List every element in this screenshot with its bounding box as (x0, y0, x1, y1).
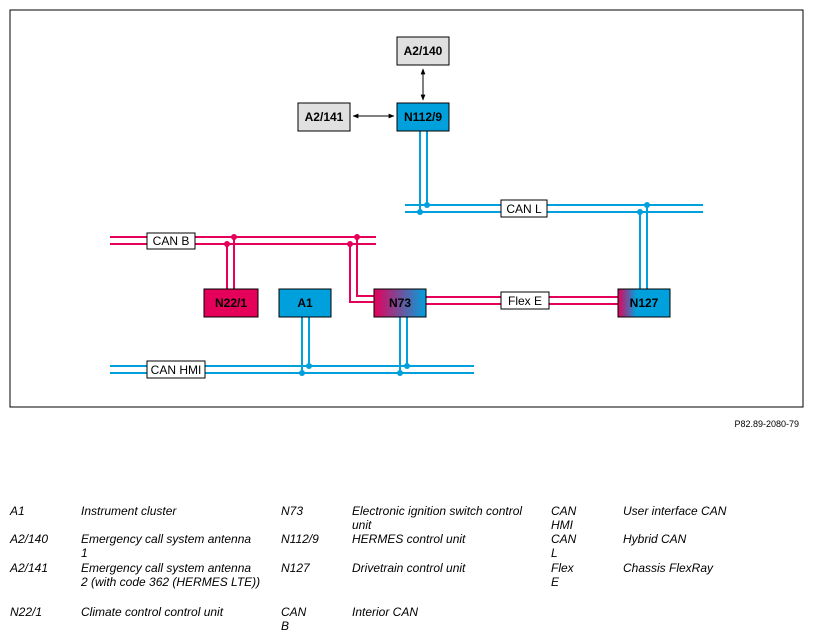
legend-desc: Electronic ignition switch control unit (352, 504, 523, 532)
legend-code: A2/140 (10, 532, 49, 546)
node-a2-140-box (396, 36, 450, 66)
node-a2-141: A2/141 (305, 110, 344, 124)
can-l-bus (405, 131, 703, 289)
legend-code: CAN HMI (551, 504, 577, 532)
junction-dot (231, 234, 237, 240)
legend-desc: Climate control control unit (81, 605, 224, 619)
junction-dot (644, 202, 650, 208)
node-a1: A1 (297, 296, 313, 310)
legend-desc: Emergency call system antenna 1 (81, 532, 252, 560)
junction-dot (417, 209, 423, 215)
legend-code: A1 (10, 504, 25, 518)
legend-code: N73 (281, 504, 304, 518)
node-n127-box (617, 288, 671, 318)
legend-desc: Interior CAN (352, 605, 419, 619)
can-l-label: CAN L (506, 202, 542, 216)
diagram-frame (9, 9, 804, 408)
junction-dot (224, 241, 230, 247)
junction-dot (404, 363, 410, 369)
node-a2-140: A2/140 (404, 44, 443, 58)
legend-desc: HERMES control unit (352, 532, 466, 546)
junction-dot (637, 209, 643, 215)
node-n73: N73 (389, 296, 411, 310)
node-a2-141-box (297, 102, 351, 132)
flex-e-label: Flex E (508, 294, 542, 308)
node-n73-box (373, 288, 427, 318)
legend-code: N112/9 (281, 532, 319, 546)
node-n112-9-box (396, 102, 450, 132)
can-b-label: CAN B (153, 234, 190, 248)
node-a1-box (278, 288, 332, 318)
legend-code: Flex E (551, 561, 574, 589)
node-n22-1-box (203, 288, 259, 318)
legend-desc: Hybrid CAN (623, 532, 687, 546)
figure-reference: P82.89-2080-79 (734, 419, 799, 429)
node-n127: N127 (630, 296, 659, 310)
legend-desc: Emergency call system antenna 2 (with co… (81, 561, 261, 589)
can-hmi-label: CAN HMI (151, 363, 202, 377)
legend-code: A2/141 (10, 561, 49, 575)
junction-dot (347, 241, 353, 247)
legend-desc: Instrument cluster (81, 504, 177, 518)
legend-code: CAN B (281, 605, 307, 633)
legend-code: N22/1 (10, 605, 43, 619)
legend-code: CAN L (551, 532, 577, 560)
node-n22-1: N22/1 (215, 296, 247, 310)
junction-dot (424, 202, 430, 208)
junction-dot (354, 234, 360, 240)
legend-desc: User interface CAN (623, 504, 727, 518)
legend-desc: Drivetrain control unit (352, 561, 466, 575)
junction-dot (299, 370, 305, 376)
junction-dot (397, 370, 403, 376)
node-n112-9: N112/9 (404, 110, 442, 124)
legend-desc: Chassis FlexRay (623, 561, 714, 575)
junction-dot (306, 363, 312, 369)
network-diagram: CAN L CAN B Flex E CAN HMI A2/140 A2/141… (9, 9, 804, 408)
legend-code: N127 (281, 561, 310, 575)
